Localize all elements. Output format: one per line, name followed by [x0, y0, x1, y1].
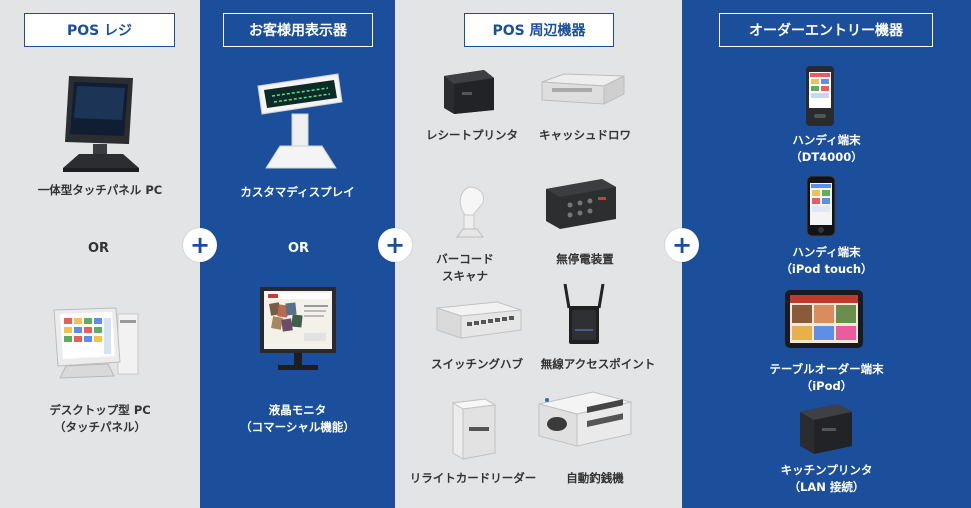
lcd-monitor-icon [260, 287, 336, 370]
coin-changer-icon [538, 391, 632, 447]
switching-hub-icon [436, 301, 522, 339]
label-lcd-monitor-line1: 液晶モニタ [268, 403, 327, 417]
column-order-entry: オーダーエントリー機器 ハンディ端末 （DT4000） [682, 0, 971, 508]
label-handy1-line1: ハンディ端末 [792, 133, 861, 147]
label-lcd-monitor-line2: （コマーシャル機能） [240, 420, 355, 434]
receipt-printer-icon [444, 70, 494, 114]
label-ipod-touch: ハンディ端末 （iPod touch） [682, 244, 971, 278]
label-cash-drawer: キャッシュドロワ [539, 128, 631, 142]
header-order-entry: オーダーエントリー機器 [719, 13, 933, 47]
label-rewrite-card: リライトカードリーダー [409, 471, 537, 485]
customer-display-icon [257, 73, 343, 169]
header-customer-display: お客様用表示器 [223, 13, 373, 47]
label-ups: 無停電装置 [556, 252, 614, 266]
or-label-1: OR [88, 241, 110, 256]
label-barcode-scanner: バーコード スキャナ [415, 251, 515, 285]
label-coin-changer: 自動釣銭機 [566, 471, 624, 485]
plus-icon-1: + [183, 228, 217, 262]
table-order-tablet-icon [785, 290, 863, 348]
label-touch-panel-pc: 一体型タッチパネル PC [37, 183, 163, 197]
column-pos-peripherals: POS 周辺機器 レシートプリンタ キャッシュドロワ バーコード スキャナ [395, 0, 682, 508]
header-pos-peripherals: POS 周辺機器 [464, 13, 614, 47]
label-table-order: テーブルオーダー端末 （iPod） [682, 361, 971, 395]
ups-icon [546, 179, 616, 229]
label-wireless-ap: 無線アクセスポイント [540, 357, 656, 371]
label-handy2-line2: （iPod touch） [780, 262, 873, 276]
label-handy2-line1: ハンディ端末 [792, 245, 861, 259]
column-pos-register: POS レジ 一体型タッチパネル PC OR [0, 0, 200, 508]
column-customer-display: お客様用表示器 カスタマディスプレイ OR [200, 0, 395, 508]
touch-panel-pc-icon [63, 76, 139, 172]
kitchen-printer-icon [800, 404, 852, 454]
label-receipt-printer: レシートプリンタ [426, 128, 518, 142]
or-label-2: OR [288, 241, 310, 256]
label-barcode-line1: バーコード [436, 252, 494, 266]
label-table-line1: テーブルオーダー端末 [769, 362, 884, 376]
barcode-scanner-icon [456, 186, 484, 238]
label-desktop-pc-line2: （タッチパネル） [54, 420, 146, 434]
plus-icon-3: + [665, 228, 699, 262]
plus-icon-2: + [378, 228, 412, 262]
label-handy-dt4000: ハンディ端末 （DT4000） [682, 132, 971, 166]
rewrite-card-reader-icon [451, 398, 497, 460]
label-kitchen-line1: キッチンプリンタ [780, 463, 873, 477]
ipod-touch-icon [806, 175, 836, 237]
label-customer-display: カスタマディスプレイ [240, 185, 355, 199]
label-switching-hub: スイッチングハブ [431, 357, 523, 371]
header-pos-register: POS レジ [24, 13, 175, 47]
label-kitchen-line2: （LAN 接続） [788, 480, 865, 494]
wireless-ap-icon [563, 283, 605, 344]
label-table-line2: （iPod） [800, 379, 853, 393]
handy-dt4000-icon [806, 66, 834, 126]
label-desktop-pc: デスクトップ型 PC （タッチパネル） [0, 402, 200, 436]
label-barcode-line2: スキャナ [442, 269, 488, 283]
label-kitchen-printer: キッチンプリンタ （LAN 接続） [682, 462, 971, 496]
cash-drawer-icon [541, 73, 625, 105]
desktop-touch-pc-icon [53, 307, 139, 379]
label-handy1-line2: （DT4000） [790, 150, 863, 164]
label-lcd-monitor: 液晶モニタ （コマーシャル機能） [200, 402, 395, 436]
label-desktop-pc-line1: デスクトップ型 PC [49, 403, 151, 417]
